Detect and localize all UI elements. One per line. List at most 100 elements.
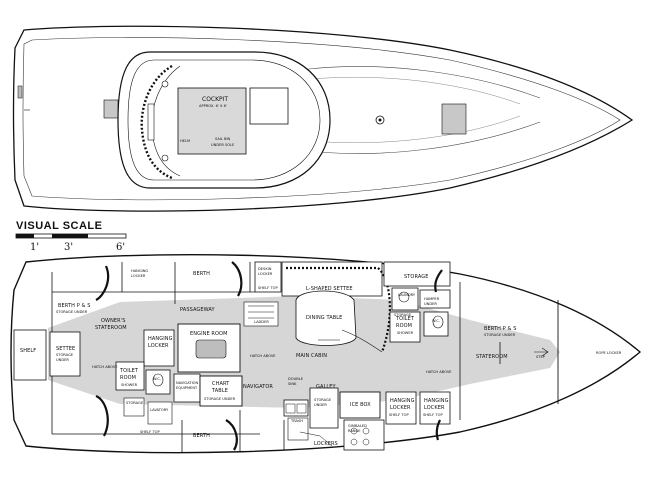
label-stateroom: STATEROOM xyxy=(476,354,508,360)
label-range-1: GIMBALED xyxy=(348,424,367,428)
label-double-sink-2: SINK xyxy=(288,382,297,386)
label-passageway: PASSAGEWAY xyxy=(180,307,216,313)
hanging-locker-b2-box xyxy=(419,391,451,425)
label-wc-left: W.C. xyxy=(153,377,161,381)
shelf-box xyxy=(13,329,47,381)
hanging-locker-b1-box xyxy=(385,391,417,425)
label-hanging-locker-top-2: LOCKER xyxy=(131,274,146,278)
label-step: STEP xyxy=(536,355,546,359)
aft-hatch xyxy=(103,99,119,119)
label-hamper-2: UNDER xyxy=(424,302,437,306)
label-toilet-room-left-1: TOILET xyxy=(119,368,139,374)
label-hamper-1: HAMPER xyxy=(424,297,440,301)
transom-fitting xyxy=(17,85,23,99)
sink-basin-1 xyxy=(285,403,296,414)
berth-cushion-curve-bottom xyxy=(225,419,238,451)
deck-inner-line xyxy=(22,37,621,201)
label-storage-under-chart: STORAGE UNDER xyxy=(204,397,236,401)
label-double-sink-1: DOUBLE xyxy=(288,377,304,381)
berth-cushion-curve-top xyxy=(231,261,243,297)
toilet-room-left-box xyxy=(115,361,145,391)
gimbaled-range-box xyxy=(343,419,385,451)
burner-2 xyxy=(362,427,370,435)
toilet-room-right-box xyxy=(389,311,421,343)
aft-cushion-curve-bottom xyxy=(95,394,109,437)
label-galley-storage-2: UNDER xyxy=(314,403,327,407)
scale-tick-3: 6' xyxy=(116,242,125,253)
label-shelf-top-b1: SHELF TOP xyxy=(389,413,409,417)
hanging-locker-mid-box xyxy=(143,329,175,367)
visual-scale: VISUAL SCALE 1' 3' 6' xyxy=(15,220,127,253)
label-storage-under-right: STORAGE UNDER xyxy=(484,333,516,337)
sink-basin-2 xyxy=(296,403,307,414)
label-owners-2: STATEROOM xyxy=(95,325,127,331)
label-berth-bottom: BERTH xyxy=(193,433,210,439)
deck-trunk-line-top xyxy=(299,66,541,99)
label-nav-equipment-2: EQUIPMENT xyxy=(176,386,198,390)
label-hanging-locker-b1-2: LOCKER xyxy=(390,405,411,411)
burner-1 xyxy=(350,427,358,435)
ladder-rungs xyxy=(248,305,274,319)
step-arrow xyxy=(534,347,549,357)
label-hanging-locker-mid-2: LOCKER xyxy=(148,343,169,349)
sail-bin-label: SAIL BIN xyxy=(215,137,231,141)
burner-4 xyxy=(362,438,370,446)
interior-labels: BERTH HANGING LOCKER DESKIN LOCKER SHELF… xyxy=(20,267,622,447)
settee-slats-curve xyxy=(377,267,391,353)
winch-top xyxy=(161,80,169,88)
deck-plan: COCKPIT APPROX. 6' X 6' HELM SAIL BIN UN… xyxy=(12,25,634,212)
galley-counter xyxy=(309,387,339,429)
label-storage-right: STORAGE xyxy=(394,313,412,317)
label-hanging-locker-b2-1: HANGING xyxy=(424,398,449,404)
label-deskin-2: LOCKER xyxy=(258,272,273,276)
label-hatch-above-3: HATCH ABOVE xyxy=(426,370,452,374)
label-hatch-above-1: HATCH ABOVE xyxy=(250,354,276,358)
scale-tick-1: 1' xyxy=(30,242,39,253)
label-settee: SETTEE xyxy=(56,346,75,352)
chart-table-box xyxy=(199,375,243,407)
label-engine-room: ENGINE ROOM xyxy=(190,331,228,337)
laundry-drum xyxy=(398,291,410,303)
cockpit-inner-coaming xyxy=(127,59,321,181)
deck-vent-center xyxy=(378,118,382,122)
label-rope-locker: ROPE LOCKER xyxy=(596,351,622,355)
settee-box xyxy=(49,331,81,377)
label-hanging-locker-top-1: HANGING xyxy=(131,269,148,273)
label-toilet-room-right-1: TOILET xyxy=(395,316,415,322)
label-shower-right: SHOWER xyxy=(397,331,414,335)
label-galley-storage-1: STORAGE xyxy=(314,398,332,402)
label-settee-storage-2: UNDER xyxy=(56,358,69,362)
cockpit-seat-front xyxy=(147,103,155,141)
label-trash: TRASH xyxy=(290,419,303,423)
label-chart-table-1: CHART xyxy=(212,381,230,387)
label-hanging-locker-b2-2: LOCKER xyxy=(424,405,445,411)
lavatory-box xyxy=(147,401,173,425)
label-lockers: LOCKERS xyxy=(314,441,338,447)
deck-trunk-line-bottom xyxy=(299,121,541,154)
wc-left-bowl xyxy=(152,373,164,387)
deskin-locker-box xyxy=(254,261,282,293)
label-toilet-room-left-2: ROOM xyxy=(120,375,136,381)
label-berth-ps-left: BERTH P & S xyxy=(58,303,90,309)
scale-bar-seg-1 xyxy=(16,234,34,238)
cockpit-size-label: APPROX. 6' X 6' xyxy=(199,104,227,108)
label-shelf: SHELF xyxy=(20,348,36,354)
label-range-2: RANGE xyxy=(348,429,361,433)
trash-box xyxy=(287,417,309,441)
label-hanging-locker-mid-1: HANGING xyxy=(148,336,173,342)
label-galley: GALLEY xyxy=(316,384,337,390)
engine-block xyxy=(195,339,227,359)
label-shelf-top-1: SHELF TOP xyxy=(258,286,278,290)
helm-label: HELM xyxy=(180,139,190,143)
label-storage-bottom: STORAGE xyxy=(126,401,144,405)
dining-table xyxy=(295,290,357,346)
label-main-cabin: MAIN CABIN xyxy=(296,353,327,359)
fore-cushion-curve-top xyxy=(434,269,443,293)
label-deskin-1: DESKIN xyxy=(258,267,272,271)
label-lavatory: LAVATORY xyxy=(150,408,169,412)
label-dining-table: DINING TABLE xyxy=(306,315,342,321)
ice-box xyxy=(339,391,381,419)
label-hatch-above-2: HATCH ABOVE xyxy=(92,365,118,369)
